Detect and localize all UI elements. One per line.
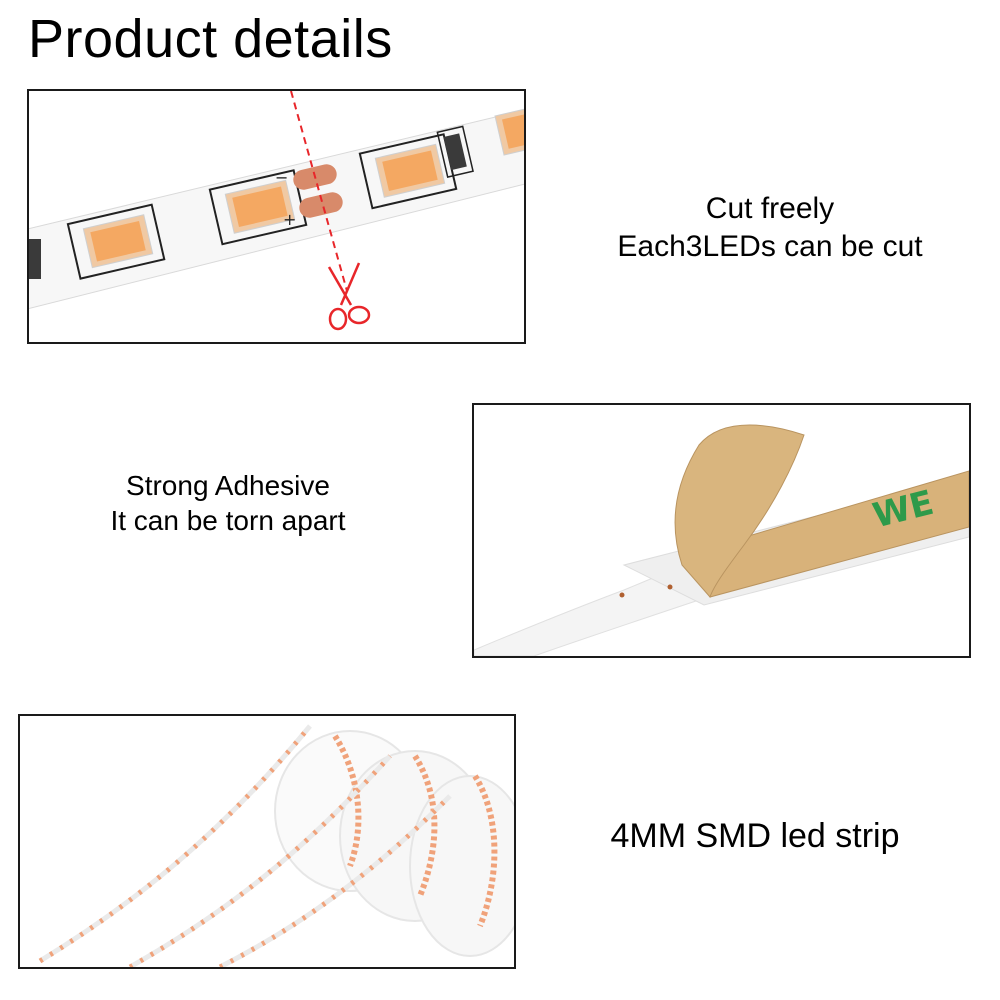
cut-caption: Cut freely Each3LEDs can be cut	[560, 190, 980, 265]
svg-text:+: +	[283, 210, 296, 229]
cut-image-panel: − +	[27, 89, 526, 344]
cut-caption-line-1: Cut freely	[705, 192, 835, 225]
adhesive-caption-line-1: Strong Adhesive	[126, 470, 330, 501]
strip-image-panel	[18, 714, 516, 969]
adhesive-caption: Strong Adhesive It can be torn apart	[60, 468, 396, 538]
strip-caption-line-1: 4MM SMD led strip	[610, 817, 900, 855]
cut-caption-line-2: Each3LEDs can be cut	[617, 229, 923, 263]
adhesive-image-panel: WE	[472, 403, 971, 658]
adhesive-caption-line-2: It can be torn apart	[110, 505, 346, 536]
strip-illustration	[38, 724, 514, 967]
adhesive-illustration: WE	[474, 424, 969, 656]
cut-illustration: − +	[29, 91, 524, 331]
svg-text:−: −	[275, 168, 288, 187]
scissors-icon	[327, 262, 371, 331]
page-title: Product details	[28, 9, 393, 69]
strip-caption: 4MM SMD led strip	[555, 815, 955, 858]
